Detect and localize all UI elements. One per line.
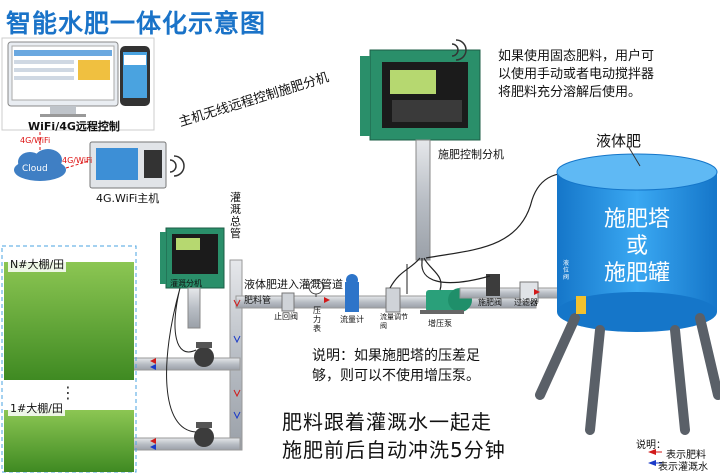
legend-fert: 表示肥料 [666, 450, 706, 461]
fertilizer-tank-icon [535, 153, 720, 435]
legend-water: 表示灌溉水 [658, 462, 708, 473]
flow-valve-icon [385, 287, 401, 313]
main-pipe [229, 259, 243, 451]
flow-meter-label: 流量计 [340, 315, 364, 324]
level-gauge-label: 液位阀 [563, 260, 570, 281]
fert-pipe-in-label: 液体肥进入灌溉管道 [244, 278, 343, 291]
solid-note-line: 以使用手动或者电动搅拌器 [498, 67, 655, 82]
field-n-image [4, 262, 134, 380]
cabinet-pole [415, 139, 431, 261]
host-label: 4G.WiFi主机 [96, 192, 160, 205]
bottom-note-line: 肥料跟着灌溉水一起走 [282, 410, 492, 434]
irrig-unit-label: 灌溉分机 [170, 279, 202, 288]
fertilizer-valve-icon [486, 274, 500, 296]
cloud-icon [14, 149, 66, 181]
filter-label: 过滤器 [514, 298, 538, 307]
fert-valve-label: 施肥阀 [478, 298, 502, 307]
stop-valve-label: 止回阀 [274, 312, 298, 321]
host-controller-icon [89, 141, 167, 189]
tank-line-2: 或 [625, 234, 648, 259]
sub-unit-label: 施肥控制分机 [438, 148, 504, 161]
liquid-fert-label: 液体肥 [596, 132, 642, 150]
field-1-image [4, 410, 134, 472]
flow-arrows [150, 289, 540, 450]
remote-label: WiFi/4G远程控制 [28, 120, 120, 133]
remote-box [1, 37, 155, 131]
pressure-note: 说明：如果施肥塔的压差足 够，则可以不使用增压泵。 [312, 346, 480, 386]
page-title: 智能水肥一体化示意图 [6, 9, 267, 38]
bottom-note-line: 施肥前后自动冲洗5分钟 [282, 438, 506, 462]
tank-line-1: 施肥塔 [603, 207, 670, 232]
solid-note-line: 将肥料充分溶解后使用。 [498, 85, 642, 100]
main-pipe-label: 灌溉总管 [230, 191, 241, 240]
legend-water-arrow [648, 460, 656, 466]
bottom-note: 肥料跟着灌溉水一起走 施肥前后自动冲洗5分钟 [282, 408, 506, 464]
pressure-gauge-icon [308, 279, 324, 297]
cabinet-wifi-icon [451, 39, 467, 61]
legend-title: 说明： [636, 440, 666, 451]
pressure-gauge-label: 压力表 [313, 306, 321, 333]
legend-fert-arrow [648, 449, 656, 455]
fert-pipe-label: 肥料管 [244, 296, 272, 306]
fertilizer-cabinet-icon [360, 49, 481, 141]
wifi-label-2: 4G/WiFi [62, 156, 93, 165]
svg-text:⋮: ⋮ [60, 383, 76, 402]
check-valve-icon [281, 292, 295, 312]
liquid-fert-pointer [627, 145, 641, 167]
pressure-note-line: 够，则可以不使用增压泵。 [312, 368, 480, 384]
flow-meter-icon [345, 274, 359, 312]
field-valve-icon [194, 342, 214, 367]
wifi-icon [169, 155, 185, 177]
booster-pump-label: 增压泵 [428, 319, 452, 328]
solid-fert-note: 如果使用固态肥料，用户可 以使用手动或者电动搅拌器 将肥料充分溶解后使用。 [498, 48, 654, 102]
field-valve-icon [194, 422, 214, 447]
tank-line-3: 施肥罐 [603, 261, 670, 286]
field-1-label: 1#大棚/田 [8, 400, 65, 416]
pressure-note-line: 说明：如果施肥塔的压差足 [312, 348, 480, 364]
wifi-label-1: 4G/WiFi [20, 136, 51, 145]
level-sensor-icon [576, 296, 586, 314]
monitor-icon [7, 41, 119, 117]
solid-note-line: 如果使用固态肥料，用户可 [498, 49, 655, 64]
field-n-label: N#大棚/田 [8, 256, 67, 272]
flow-valve-label: 流量调节阀 [380, 313, 408, 330]
phone-icon [120, 46, 150, 106]
tank-label: 施肥塔 或 施肥罐 [587, 206, 687, 287]
irrigation-cabinet-icon [160, 227, 225, 289]
cloud-label: Cloud [22, 164, 48, 174]
